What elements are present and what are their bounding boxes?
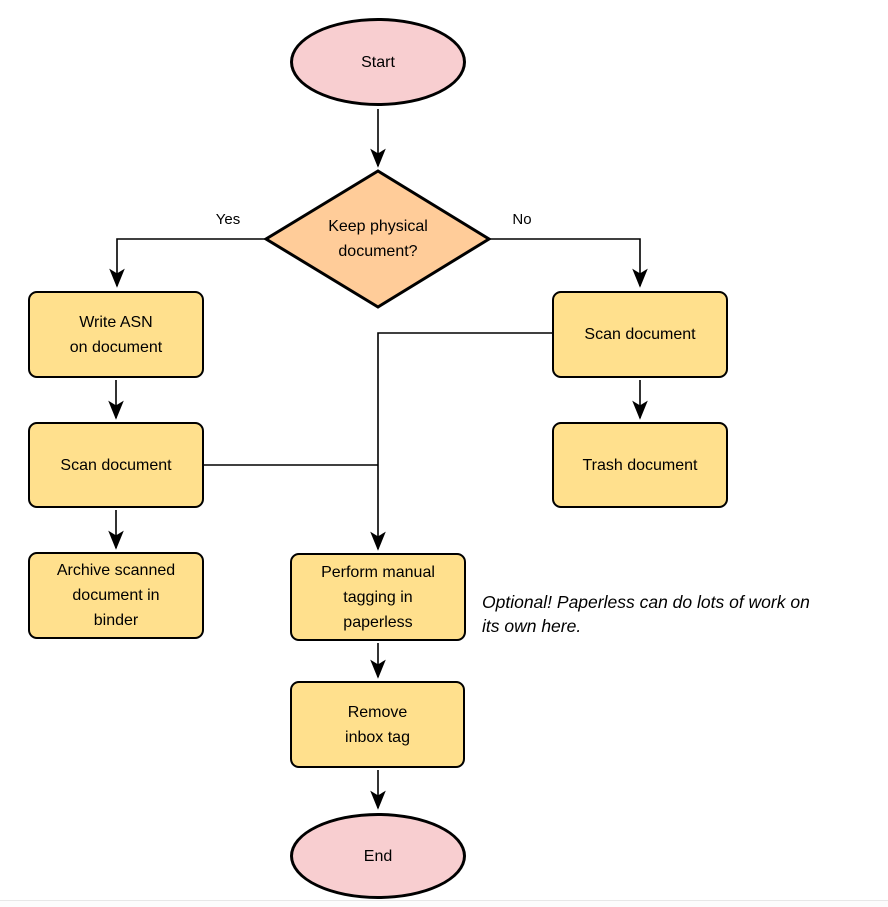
- annotation-optional-paperless: Optional! Paperless can do lots of work …: [482, 592, 810, 636]
- edge-label-yes: Yes: [215, 211, 241, 228]
- node-remove-inbox-tag-label: Remove inbox tag: [345, 703, 410, 746]
- edge-scan-right-to-tagging: [370, 332, 552, 551]
- edge-decision-no-to-scan-right: [489, 238, 648, 288]
- decision-diamond-shape: [263, 169, 492, 309]
- node-remove-inbox-tag: Remove inbox tag: [290, 681, 465, 768]
- node-scan-document-right-label: Scan document: [584, 326, 696, 343]
- node-end-label: End: [363, 847, 393, 865]
- node-manual-tagging-label: Perform manual tagging in paperless: [321, 563, 435, 631]
- page-bottom-divider: [0, 900, 888, 907]
- node-archive-in-binder: Archive scanned document in binder: [28, 552, 204, 639]
- node-manual-tagging: Perform manual tagging in paperless: [290, 553, 466, 641]
- edge-decision-yes-to-write-asn: [109, 238, 266, 288]
- node-end: End: [290, 813, 466, 899]
- node-scan-document-left: Scan document: [28, 422, 204, 508]
- edge-label-no: No: [512, 211, 532, 228]
- node-trash-document-label: Trash document: [582, 456, 698, 474]
- node-write-asn-label: Write ASN on document: [69, 313, 163, 356]
- node-scan-document-right: Scan document: [552, 291, 728, 378]
- node-write-asn: Write ASN on document: [28, 291, 204, 378]
- node-scan-document-left-label: Scan document: [60, 456, 172, 474]
- node-archive-in-binder-label: Archive scanned document in binder: [56, 562, 176, 629]
- node-start: Start: [290, 18, 466, 106]
- node-trash-document: Trash document: [552, 422, 728, 508]
- node-start-label: Start: [361, 53, 395, 71]
- node-decision-label: Keep physical document?: [328, 218, 428, 260]
